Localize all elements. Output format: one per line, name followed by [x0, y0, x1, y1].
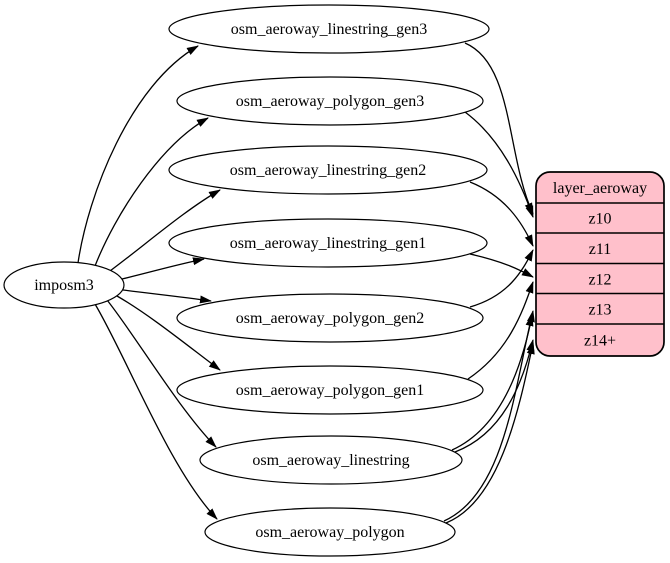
- table-node-osm_aeroway_polygon: osm_aeroway_polygon: [204, 507, 456, 557]
- edge-osm_aeroway_polygon_gen1-z12: [467, 281, 534, 380]
- table-node-osm_aeroway_linestring_gen3: osm_aeroway_linestring_gen3: [168, 4, 490, 54]
- table-node-label: osm_aeroway_linestring_gen1: [230, 235, 426, 252]
- layer-record-node: layer_aeroway z10 z11 z12 z13 z14+: [535, 171, 665, 357]
- edge-osm_aeroway_linestring_gen1-z12: [469, 253, 534, 278]
- edge-imposm3-osm_aeroway_polygon: [94, 303, 218, 520]
- table-node-shape: [204, 507, 456, 557]
- edge-osm_aeroway_polygon-z14: [445, 342, 535, 524]
- edge-imposm3-osm_aeroway_polygon_gen3: [94, 117, 209, 267]
- table-node-shape: [176, 293, 484, 343]
- table-node-shape: [176, 365, 484, 415]
- layer-row-z13: z13: [588, 302, 611, 319]
- edge-imposm3-osm_aeroway_linestring: [106, 299, 217, 448]
- table-node-shape: [168, 4, 490, 54]
- edge-imposm3-osm_aeroway_linestring_gen1: [121, 257, 205, 280]
- edge-osm_aeroway_polygon-z13: [443, 314, 534, 522]
- layer-row-z14: z14+: [584, 333, 616, 350]
- table-node-label: osm_aeroway_polygon_gen1: [236, 382, 424, 399]
- edge-osm_aeroway_linestring_gen3-z10: [464, 42, 534, 215]
- layer-row-z11: z11: [589, 241, 612, 258]
- edge-imposm3-osm_aeroway_polygon_gen1: [116, 295, 221, 371]
- table-node-label: osm_aeroway_polygon_gen2: [236, 310, 424, 327]
- table-node-osm_aeroway_polygon_gen2: osm_aeroway_polygon_gen2: [176, 293, 484, 343]
- edge-osm_aeroway_linestring_gen2-z11: [469, 181, 534, 247]
- edge-osm_aeroway_polygon_gen2-z11: [469, 249, 534, 308]
- layer-row-z10: z10: [588, 211, 611, 228]
- table-node-label: osm_aeroway_polygon: [255, 524, 404, 541]
- table-node-label: osm_aeroway_polygon_gen3: [236, 93, 424, 110]
- table-node-shape: [168, 218, 488, 268]
- edge-osm_aeroway_polygon_gen3-z10: [464, 111, 534, 218]
- layer-title: layer_aeroway: [553, 180, 647, 197]
- source-node-label: imposm3: [34, 277, 94, 294]
- edge-imposm3-osm_aeroway_linestring_gen2: [109, 189, 221, 272]
- edge-imposm3-osm_aeroway_linestring_gen3: [77, 45, 199, 264]
- table-node-osm_aeroway_linestring: osm_aeroway_linestring: [199, 435, 463, 485]
- edge-osm_aeroway_linestring-z14: [454, 339, 535, 453]
- table-node-shape: [176, 76, 484, 126]
- table-node-label: osm_aeroway_linestring_gen2: [230, 162, 426, 179]
- source-node-shape: [3, 261, 125, 309]
- table-node-osm_aeroway_polygon_gen1: osm_aeroway_polygon_gen1: [176, 365, 484, 415]
- table-node-label: osm_aeroway_linestring_gen3: [231, 21, 427, 38]
- table-node-shape: [199, 435, 463, 485]
- edges-to-layer: [443, 42, 535, 524]
- table-node-osm_aeroway_linestring_gen1: osm_aeroway_linestring_gen1: [168, 218, 488, 268]
- table-node-label: osm_aeroway_linestring: [252, 452, 409, 469]
- table-node-osm_aeroway_linestring_gen2: osm_aeroway_linestring_gen2: [168, 145, 488, 195]
- table-node-shape: [168, 145, 488, 195]
- layer-row-z12: z12: [588, 272, 611, 289]
- source-node-imposm3: imposm3: [3, 261, 125, 309]
- edges-from-source: [77, 45, 221, 520]
- table-node-osm_aeroway_polygon_gen3: osm_aeroway_polygon_gen3: [176, 76, 484, 126]
- edge-imposm3-osm_aeroway_polygon_gen2: [122, 289, 212, 304]
